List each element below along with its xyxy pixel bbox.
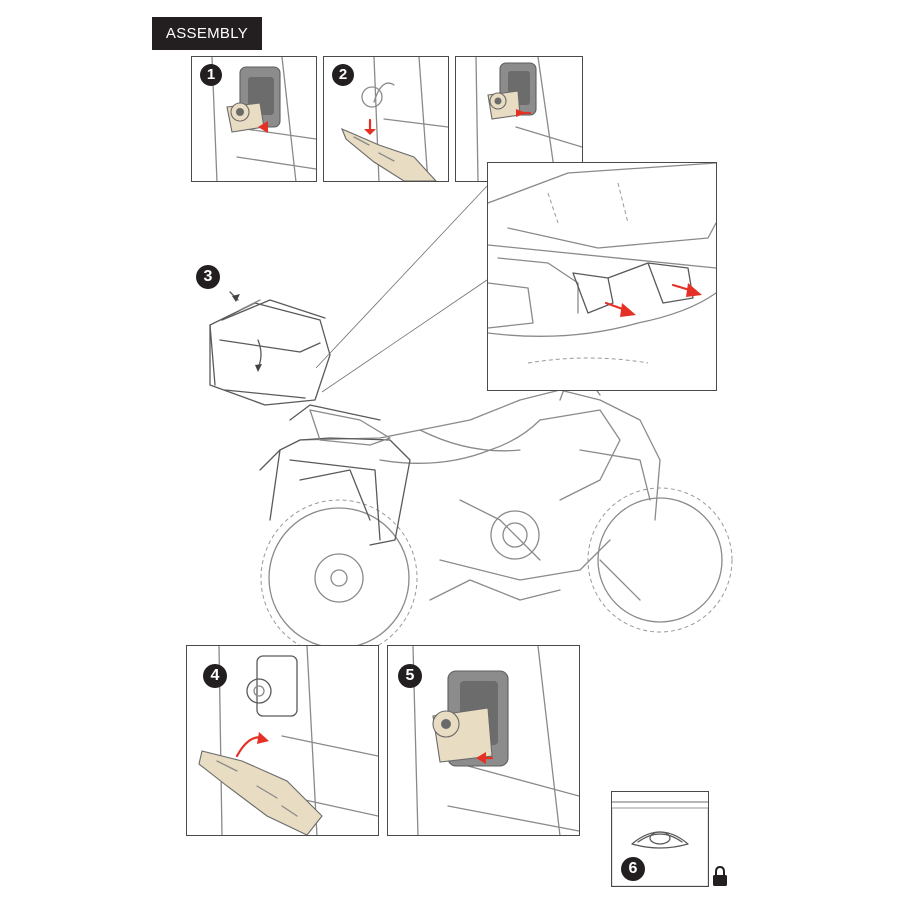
step-2-panel: 2: [323, 56, 449, 182]
pannier-rack: [259, 404, 411, 546]
zoom-detail-panel: [487, 162, 717, 391]
step-1-panel: 1: [191, 56, 317, 182]
step-4-panel: 4: [186, 645, 379, 836]
step-number-5: 5: [398, 664, 422, 688]
rear-wheel: [260, 499, 418, 657]
step-5-panel: 5: [387, 645, 580, 836]
padlock-icon: [713, 866, 727, 886]
step-number-4: 4: [203, 664, 227, 688]
assembly-title: ASSEMBLY: [152, 17, 262, 50]
step-number-3: 3: [196, 265, 220, 289]
step-3-detail-panel: [455, 56, 583, 182]
front-wheel: [587, 487, 733, 633]
step-number-1: 1: [200, 64, 222, 86]
step-number-6: 6: [621, 857, 645, 881]
motorcycle-body: [299, 359, 661, 601]
top-case: [209, 291, 331, 406]
step-6-panel: 6: [611, 791, 709, 887]
step-number-2: 2: [332, 64, 354, 86]
